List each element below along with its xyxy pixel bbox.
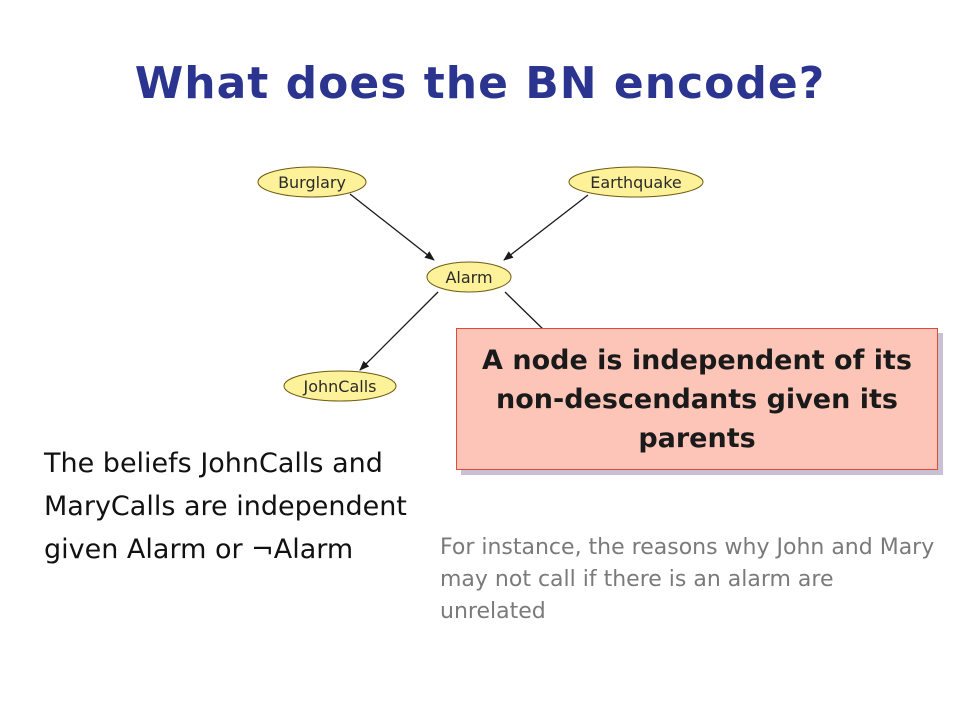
node-burglary: Burglary: [257, 166, 367, 198]
instance-note: For instance, the reasons why John and M…: [440, 535, 935, 624]
beliefs-statement: The beliefs JohnCalls and MaryCalls are …: [44, 448, 407, 565]
node-earthquake: Earthquake: [568, 166, 704, 198]
edge-earthquake-alarm: [503, 194, 589, 261]
callout-text: A node is independent of its non-descend…: [482, 344, 912, 454]
edge-alarm-johncalls: [359, 291, 439, 371]
node-earthquake-label: Earthquake: [590, 173, 682, 192]
slide-title: What does the BN encode?: [134, 58, 826, 109]
node-alarm: Alarm: [426, 261, 512, 293]
node-johncalls: JohnCalls: [283, 370, 397, 402]
node-burglary-label: Burglary: [278, 173, 346, 192]
edge-burglary-alarm: [349, 193, 435, 261]
independence-callout: A node is independent of its non-descend…: [456, 328, 938, 470]
node-alarm-label: Alarm: [445, 268, 492, 287]
node-johncalls-label: JohnCalls: [303, 377, 377, 396]
edge-alarm-marycalls: [504, 291, 549, 335]
